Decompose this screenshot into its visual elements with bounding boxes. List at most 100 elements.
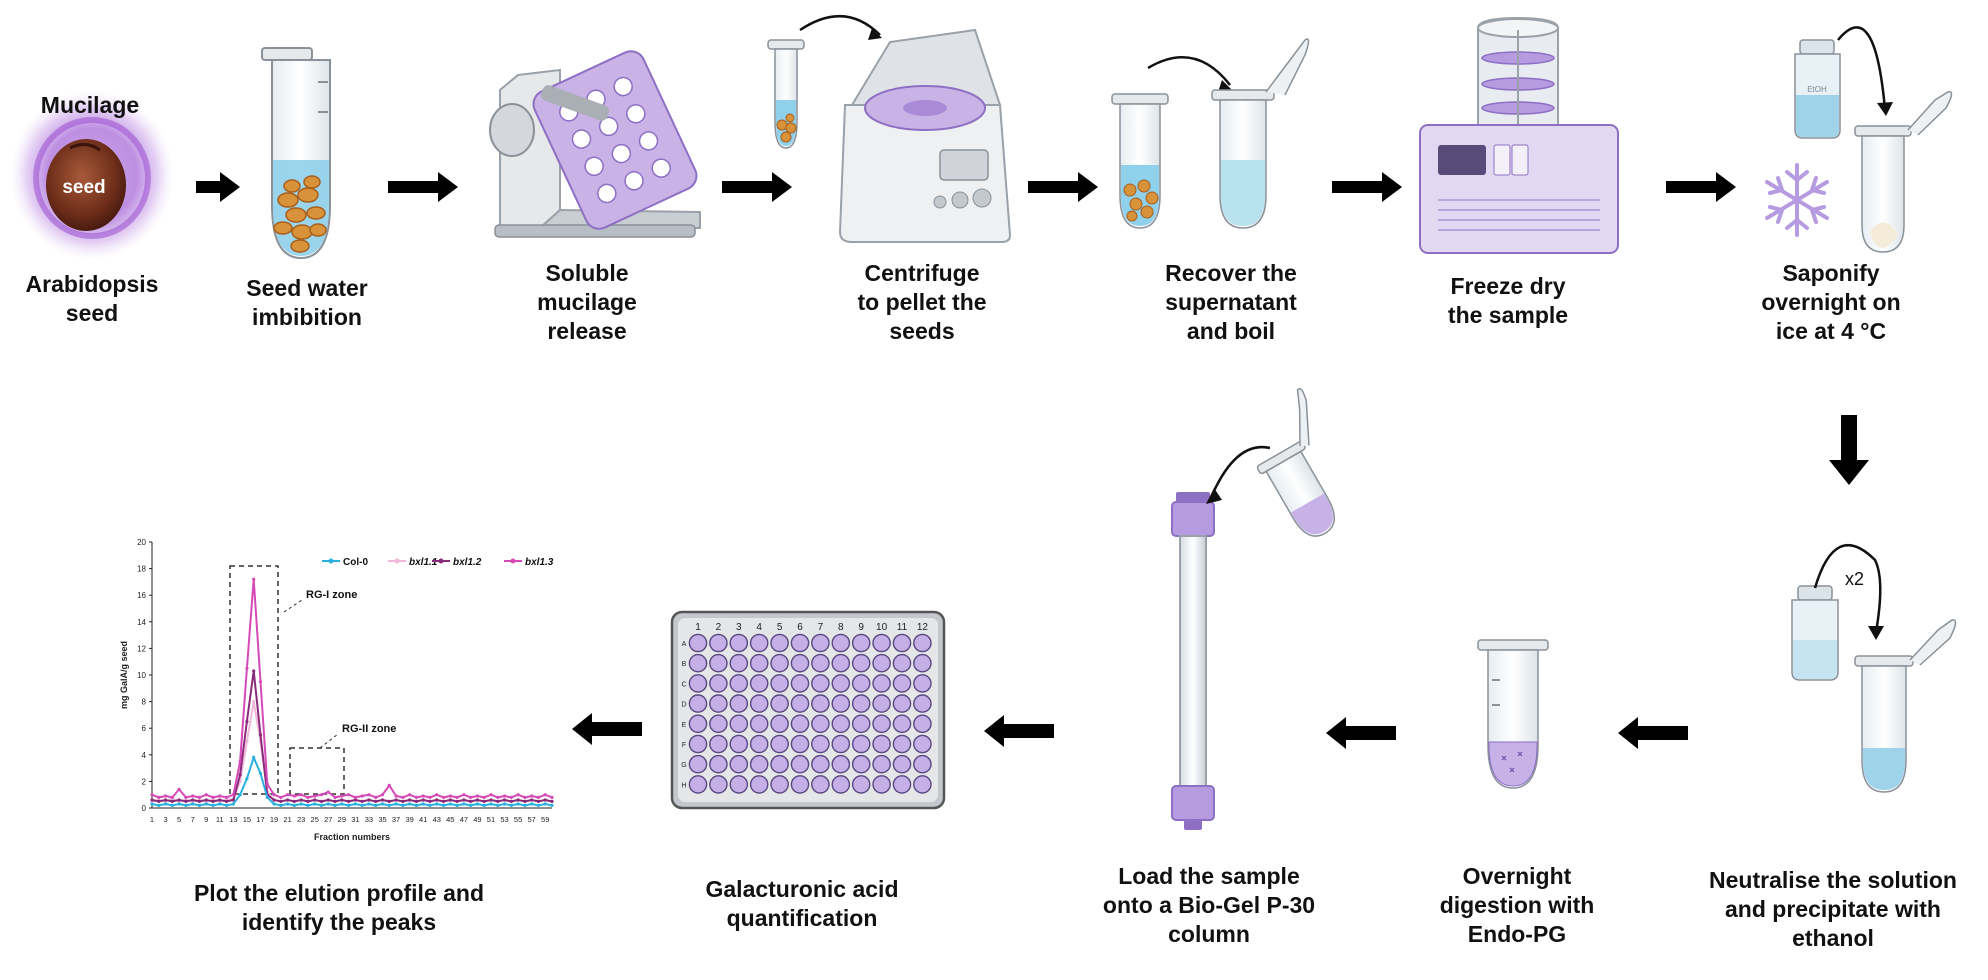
x-tick-label: 29 (338, 815, 346, 824)
data-point (387, 783, 391, 787)
data-point (170, 795, 174, 799)
arrow-left (1618, 717, 1688, 749)
plate-well (688, 653, 708, 673)
data-point (367, 793, 371, 797)
data-point (157, 803, 161, 807)
plate-well (811, 754, 830, 774)
step-label-line: Neutralise the solution (1709, 867, 1957, 893)
plate-well (709, 734, 728, 754)
data-point (272, 798, 276, 802)
rg1-zone-box (229, 565, 279, 795)
data-point (347, 803, 351, 807)
x-tick-label: 23 (297, 815, 305, 824)
data-point (455, 803, 459, 807)
x-tick-label: 1 (150, 815, 154, 824)
plate-column-label: 1 (695, 622, 701, 633)
data-point (408, 802, 412, 806)
data-point (550, 799, 554, 803)
step-label-line: Endo-PG (1467, 921, 1567, 948)
data-point (353, 795, 357, 799)
step-label-line: overnight on (1761, 289, 1901, 316)
plate-well (811, 653, 830, 673)
x-tick-label: 7 (191, 815, 195, 824)
plate-well (913, 775, 932, 794)
data-point (218, 802, 222, 806)
plate-well (709, 653, 728, 673)
plate-well (709, 674, 728, 693)
data-point (387, 799, 391, 803)
data-point (536, 795, 541, 799)
plate-well (688, 633, 708, 653)
plate-well (892, 775, 912, 794)
legend-label: bxl1.3 (525, 557, 554, 568)
legend-label: Col-0 (343, 557, 368, 568)
arrow-left (572, 713, 642, 745)
data-point (374, 803, 378, 807)
plate-well (851, 714, 871, 734)
y-tick-label: 0 (142, 804, 147, 813)
plate-column-label: 3 (736, 622, 742, 633)
data-point (421, 794, 425, 798)
plate-well (729, 775, 749, 794)
plate-well (831, 694, 851, 713)
data-point (157, 795, 161, 799)
x-tick-label: 35 (378, 815, 386, 824)
plate-well (709, 775, 728, 794)
x-tick-label: 11 (216, 815, 224, 824)
data-point (448, 798, 452, 802)
plate-row-label: H (681, 782, 686, 789)
arrow-left (984, 715, 1054, 747)
data-point (435, 793, 439, 797)
plate-well (729, 714, 749, 734)
y-tick-label: 2 (142, 777, 147, 786)
data-point (374, 795, 378, 799)
data-point (204, 798, 208, 802)
data-point (285, 793, 290, 797)
step-label-line: and precipitate with (1725, 896, 1941, 923)
plate-well (892, 714, 912, 734)
step-label-line: release (547, 318, 627, 345)
plate-well (892, 674, 912, 693)
neutralise-illustration: x2 (1791, 543, 1957, 793)
plate-well (688, 754, 708, 774)
plate-well (688, 714, 708, 734)
data-point (279, 803, 283, 807)
step-label-line: Centrifuge (864, 260, 980, 286)
data-point (435, 802, 439, 806)
step-label-line: digestion with (1439, 892, 1595, 919)
data-point (231, 802, 235, 806)
data-point (265, 782, 269, 786)
plate-well (729, 674, 749, 693)
data-point (435, 798, 439, 802)
arrow-right (722, 172, 792, 202)
data-point (245, 666, 249, 670)
data-point (448, 802, 452, 806)
rotator-illustration (489, 50, 701, 238)
plate-column-label: 4 (756, 622, 762, 633)
data-point (197, 799, 202, 803)
data-point (536, 799, 541, 803)
x-tick-label: 31 (351, 815, 359, 824)
x-tick-label: 53 (500, 815, 508, 824)
supernatant-tubes (1111, 38, 1310, 229)
plate-well (892, 633, 912, 653)
data-point (428, 795, 432, 799)
data-point (414, 799, 419, 803)
data-point (197, 803, 202, 807)
plate-well (851, 775, 871, 794)
plate-well (913, 734, 932, 754)
x-tick-label: 3 (163, 815, 167, 824)
data-point (496, 799, 500, 803)
data-point (245, 777, 249, 781)
legend-marker (394, 558, 400, 564)
series-line-bxl1.2 (151, 670, 553, 803)
y-tick-label: 4 (142, 751, 147, 760)
plate-well (872, 674, 891, 693)
freeze-dryer (1419, 16, 1619, 254)
data-point (252, 700, 256, 704)
legend-marker (328, 558, 334, 564)
plate-well (729, 734, 749, 754)
data-point (509, 795, 513, 799)
